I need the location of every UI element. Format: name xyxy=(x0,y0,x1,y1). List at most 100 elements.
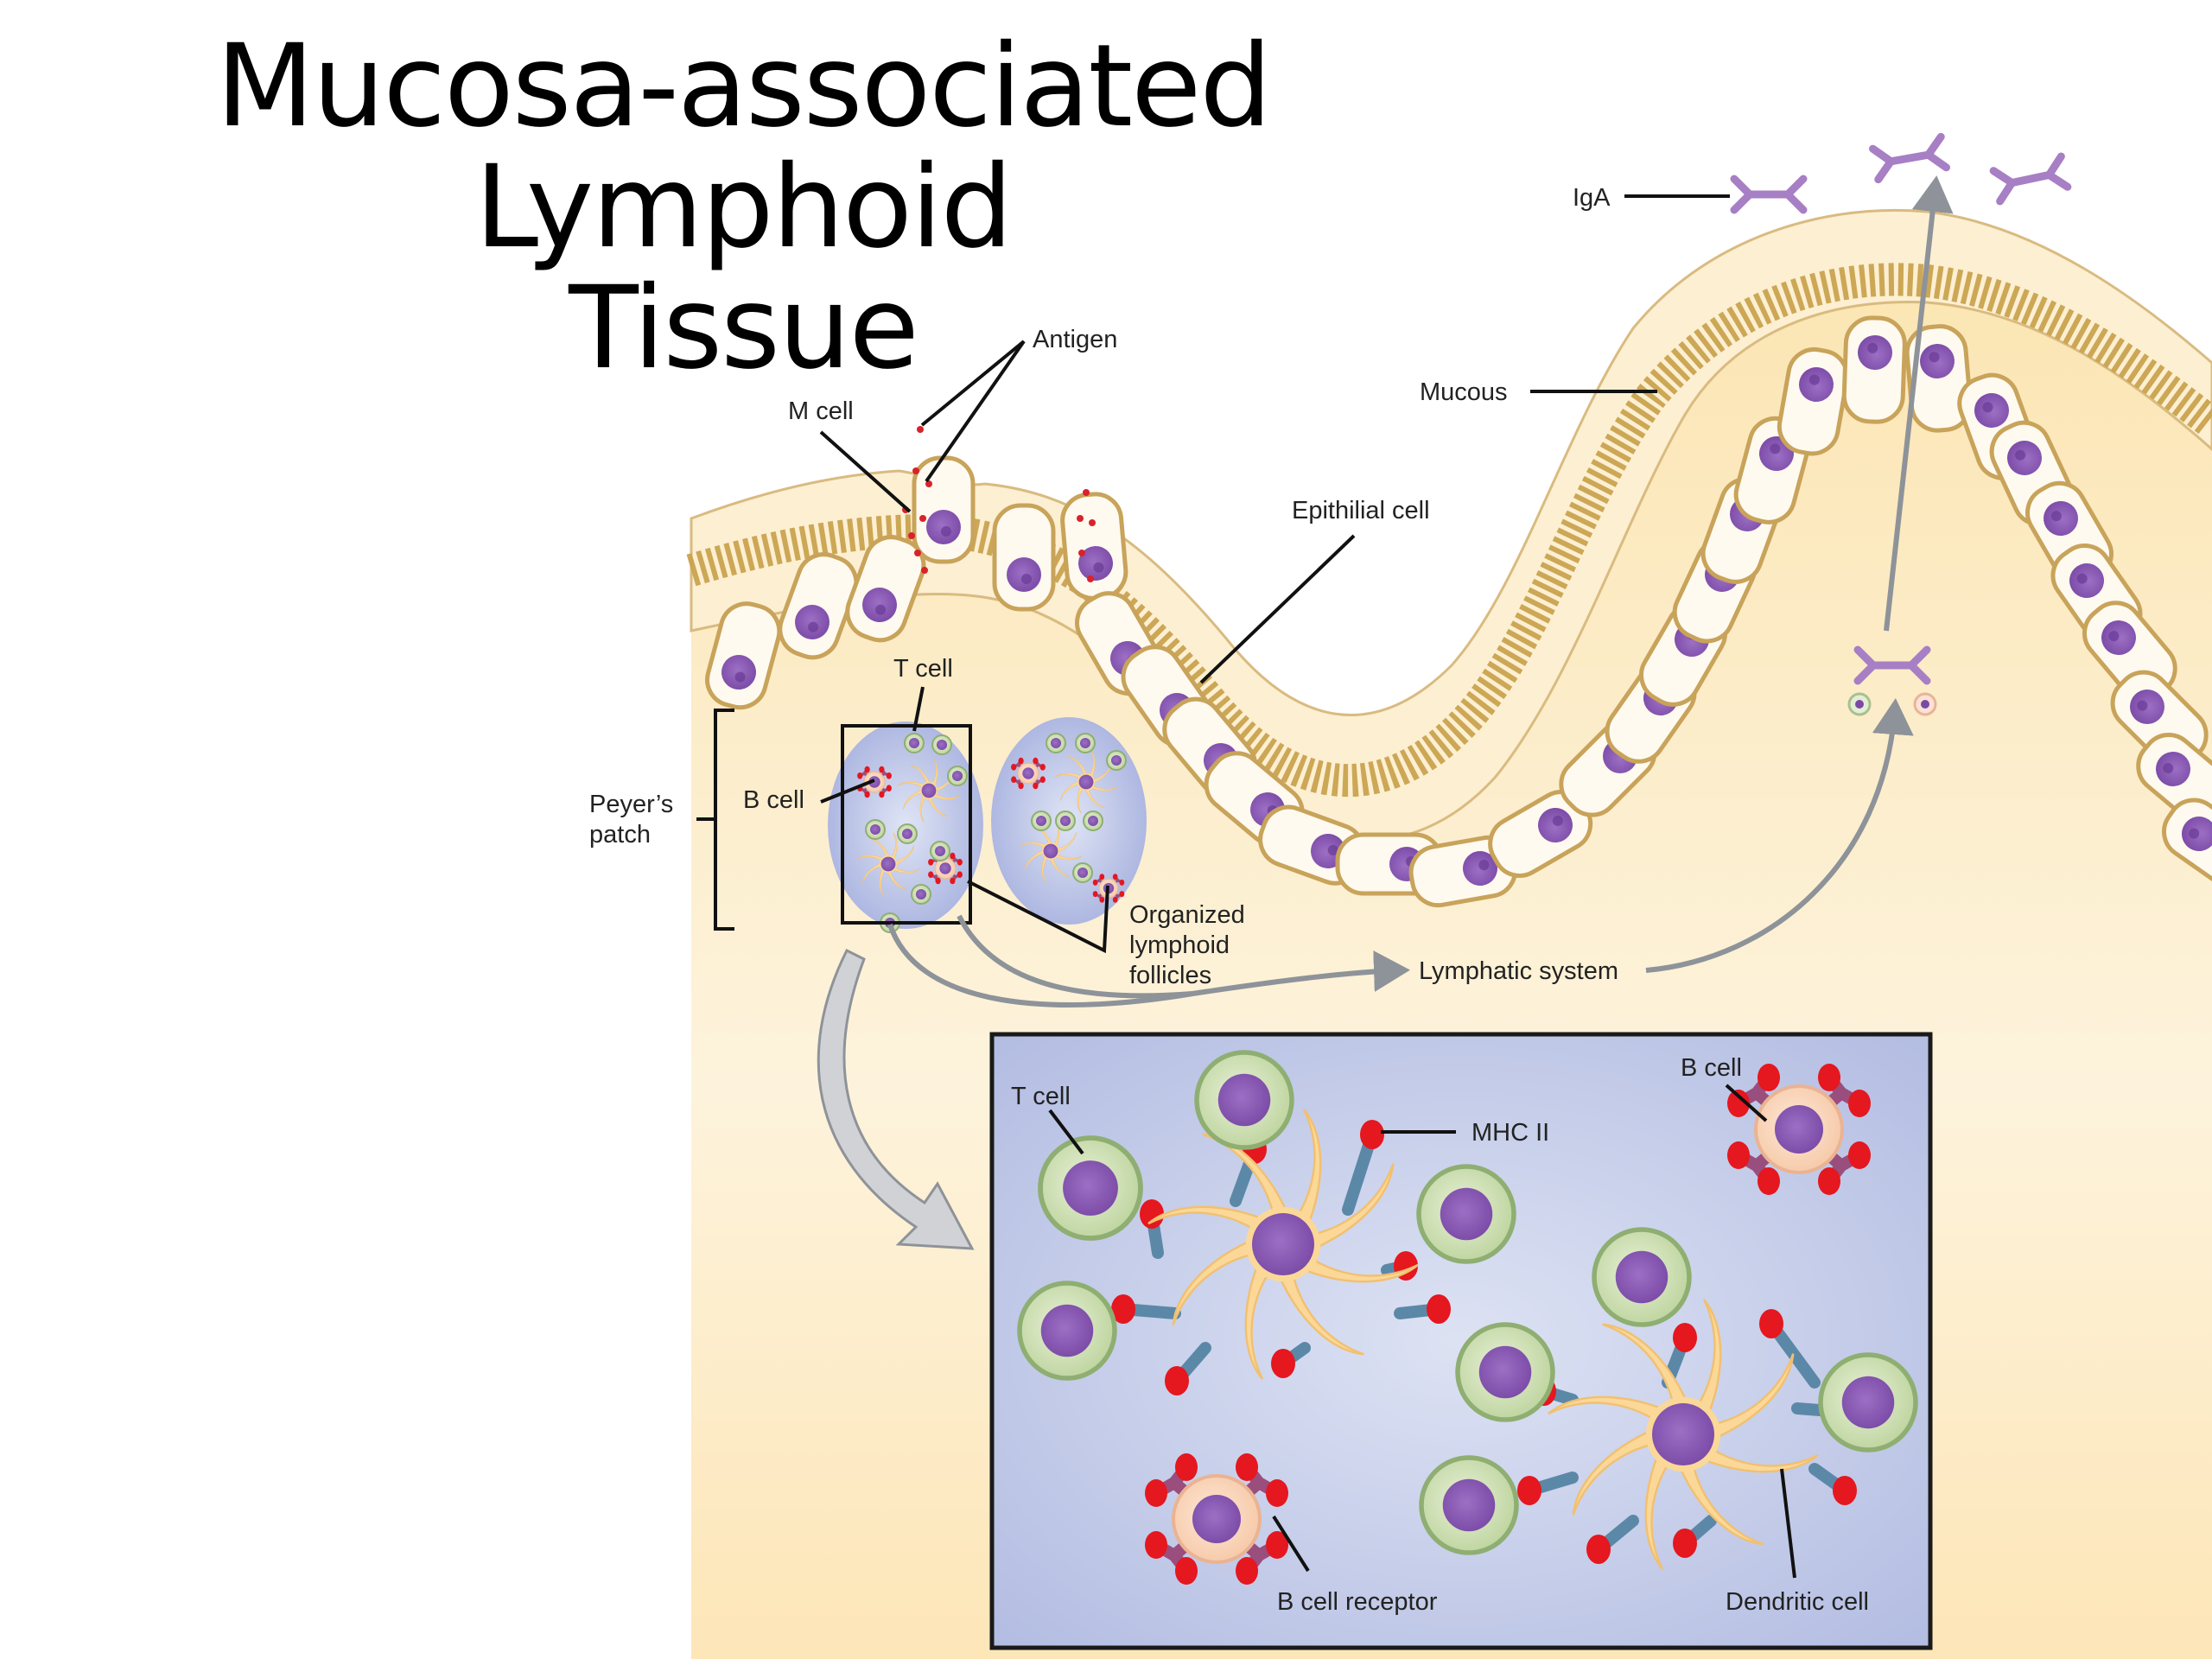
nucleus xyxy=(951,770,963,782)
nucleus xyxy=(915,888,927,900)
antigen xyxy=(1011,763,1017,771)
nucleus xyxy=(1217,1073,1271,1127)
label-t-cell: T cell xyxy=(893,655,953,683)
nucleus xyxy=(1077,867,1089,879)
mhc-ii xyxy=(1271,1349,1295,1378)
dendritic-cell xyxy=(856,832,920,896)
nucleolus xyxy=(1552,815,1563,826)
t-cell xyxy=(1046,733,1066,753)
follicle-cells xyxy=(856,733,1127,933)
antigen xyxy=(1848,1141,1871,1169)
antigen xyxy=(886,785,892,792)
nucleus xyxy=(1110,754,1122,766)
inset-cells xyxy=(1017,1050,1918,1585)
mhc-ii xyxy=(1111,1294,1135,1324)
antigen xyxy=(1236,1557,1258,1585)
label-antigen: Antigen xyxy=(1033,326,1117,353)
b-cell xyxy=(1092,874,1125,903)
nucleolus xyxy=(2189,828,2200,839)
label-lymphatic-system: Lymphatic system xyxy=(1419,957,1618,985)
nucleus xyxy=(1040,1304,1094,1357)
nucleolus xyxy=(875,604,887,615)
epithelial-leader xyxy=(1199,534,1356,684)
t-cell xyxy=(1818,1352,1918,1452)
lymphatic-path-2 xyxy=(957,914,1193,999)
t-cell xyxy=(1419,1455,1519,1555)
mhc-ii xyxy=(1517,1476,1541,1505)
b-cell xyxy=(1727,1064,1871,1195)
antigen xyxy=(935,877,941,885)
title-line-1: Mucosa-associated Lymphoid xyxy=(215,20,1272,274)
dendritic-cell xyxy=(1019,819,1083,883)
epithelial-cell xyxy=(845,535,926,643)
antigen xyxy=(928,871,934,879)
inset-label-b-cell-receptor: B cell receptor xyxy=(1277,1588,1438,1616)
antigen xyxy=(1818,1167,1840,1195)
nucleus xyxy=(1063,1160,1118,1216)
dendritic-cell xyxy=(1147,1109,1419,1380)
nucleolus xyxy=(1929,352,1940,363)
antigen xyxy=(1145,1479,1167,1507)
nucleus xyxy=(869,823,881,836)
antigen xyxy=(928,858,934,866)
t-cell xyxy=(947,766,968,786)
mhc-ii xyxy=(1360,1120,1384,1149)
t-cell xyxy=(911,884,931,905)
zoom-selection-box xyxy=(841,724,972,925)
inset-label-t-cell: T cell xyxy=(1011,1083,1071,1110)
nucleolus xyxy=(1093,562,1104,573)
epithelial-cell xyxy=(1777,346,1850,456)
nucleolus xyxy=(808,621,819,632)
nucleolus xyxy=(1982,402,1993,413)
t-cell xyxy=(1075,733,1096,753)
nucleolus xyxy=(1808,374,1820,385)
epithelial-cell xyxy=(2136,733,2212,828)
antigen xyxy=(1236,1453,1258,1481)
iga-molecules xyxy=(1730,132,2072,685)
antigen xyxy=(879,791,885,798)
t-cell xyxy=(1083,810,1103,831)
peyers-patch-bracket xyxy=(696,709,734,931)
nucleus xyxy=(1043,843,1058,859)
nucleus xyxy=(1478,1345,1532,1399)
antigen xyxy=(1758,1167,1780,1195)
antigen xyxy=(1018,757,1024,765)
nucleus xyxy=(1079,737,1091,749)
lymphatic-path-1 xyxy=(887,924,1410,1008)
label-follicles-2: lymphoid xyxy=(1129,931,1230,959)
antigen xyxy=(1011,776,1017,784)
nucleus xyxy=(1615,1250,1669,1304)
mhc-ii xyxy=(1140,1199,1164,1229)
t-cell xyxy=(931,734,952,755)
label-b-cell: B cell xyxy=(743,786,804,814)
b-cell-leader xyxy=(820,779,875,804)
inset-t-cell-leader xyxy=(1048,1109,1084,1155)
antigen xyxy=(1848,1090,1871,1117)
nucleus xyxy=(936,739,948,751)
label-peyers-patch-2: patch xyxy=(589,821,651,849)
m-cell-leader xyxy=(819,430,912,513)
antigen xyxy=(950,877,956,885)
iga-molecule xyxy=(1853,645,1931,685)
epithelial-cell xyxy=(705,601,782,710)
t-cell xyxy=(1017,1281,1117,1381)
nucleolus xyxy=(1770,443,1781,454)
inset-label-dendritic-cell: Dendritic cell xyxy=(1726,1588,1869,1616)
nucleolus xyxy=(1478,860,1490,871)
antigen xyxy=(1018,782,1024,790)
antigen xyxy=(1112,874,1118,880)
inset-zoom-arrow xyxy=(817,948,975,1250)
mhc-ii xyxy=(1833,1476,1857,1505)
label-follicles-3: follicles xyxy=(1129,962,1211,989)
epithelial-cell xyxy=(2162,798,2212,890)
dendritic-cell xyxy=(1548,1299,1819,1570)
antigen xyxy=(1727,1090,1750,1117)
antigen xyxy=(1039,763,1046,771)
nucleolus xyxy=(734,671,746,683)
lymphatic-path-3 xyxy=(1645,698,1914,973)
antigen xyxy=(1758,1064,1780,1091)
antigen xyxy=(864,766,870,773)
nucleolus xyxy=(2108,631,2120,642)
epithelial-cell xyxy=(912,455,976,564)
nucleus xyxy=(901,828,913,840)
